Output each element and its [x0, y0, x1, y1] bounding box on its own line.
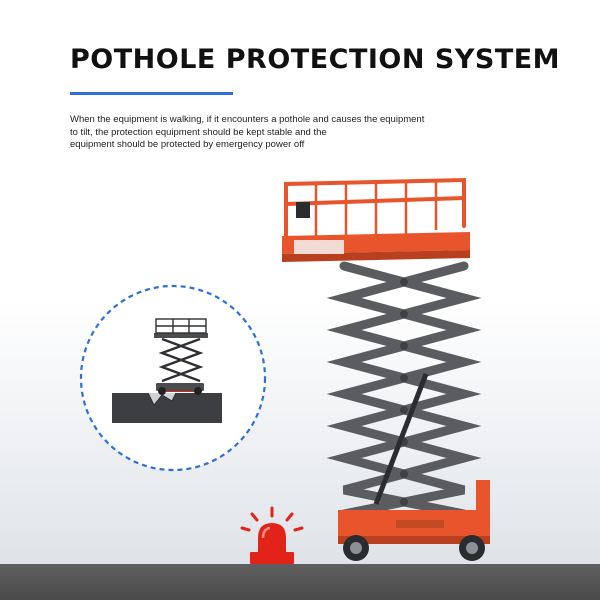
- red-warning-beacon-icon: [240, 506, 304, 564]
- title-underline: [70, 92, 233, 95]
- page-title: POTHOLE PROTECTION SYSTEM: [70, 44, 561, 75]
- description-line: When the equipment is walking, if it enc…: [70, 114, 425, 125]
- scissor-lift-illustration: [282, 177, 490, 561]
- description-line: to tilt, the protection equipment should…: [70, 126, 327, 138]
- description: When the equipment is walking, if it enc…: [70, 114, 470, 152]
- pothole-detail-inset: [79, 284, 267, 472]
- ground-strip: [0, 564, 600, 600]
- description-line: equipment should be protected by emergen…: [70, 139, 305, 150]
